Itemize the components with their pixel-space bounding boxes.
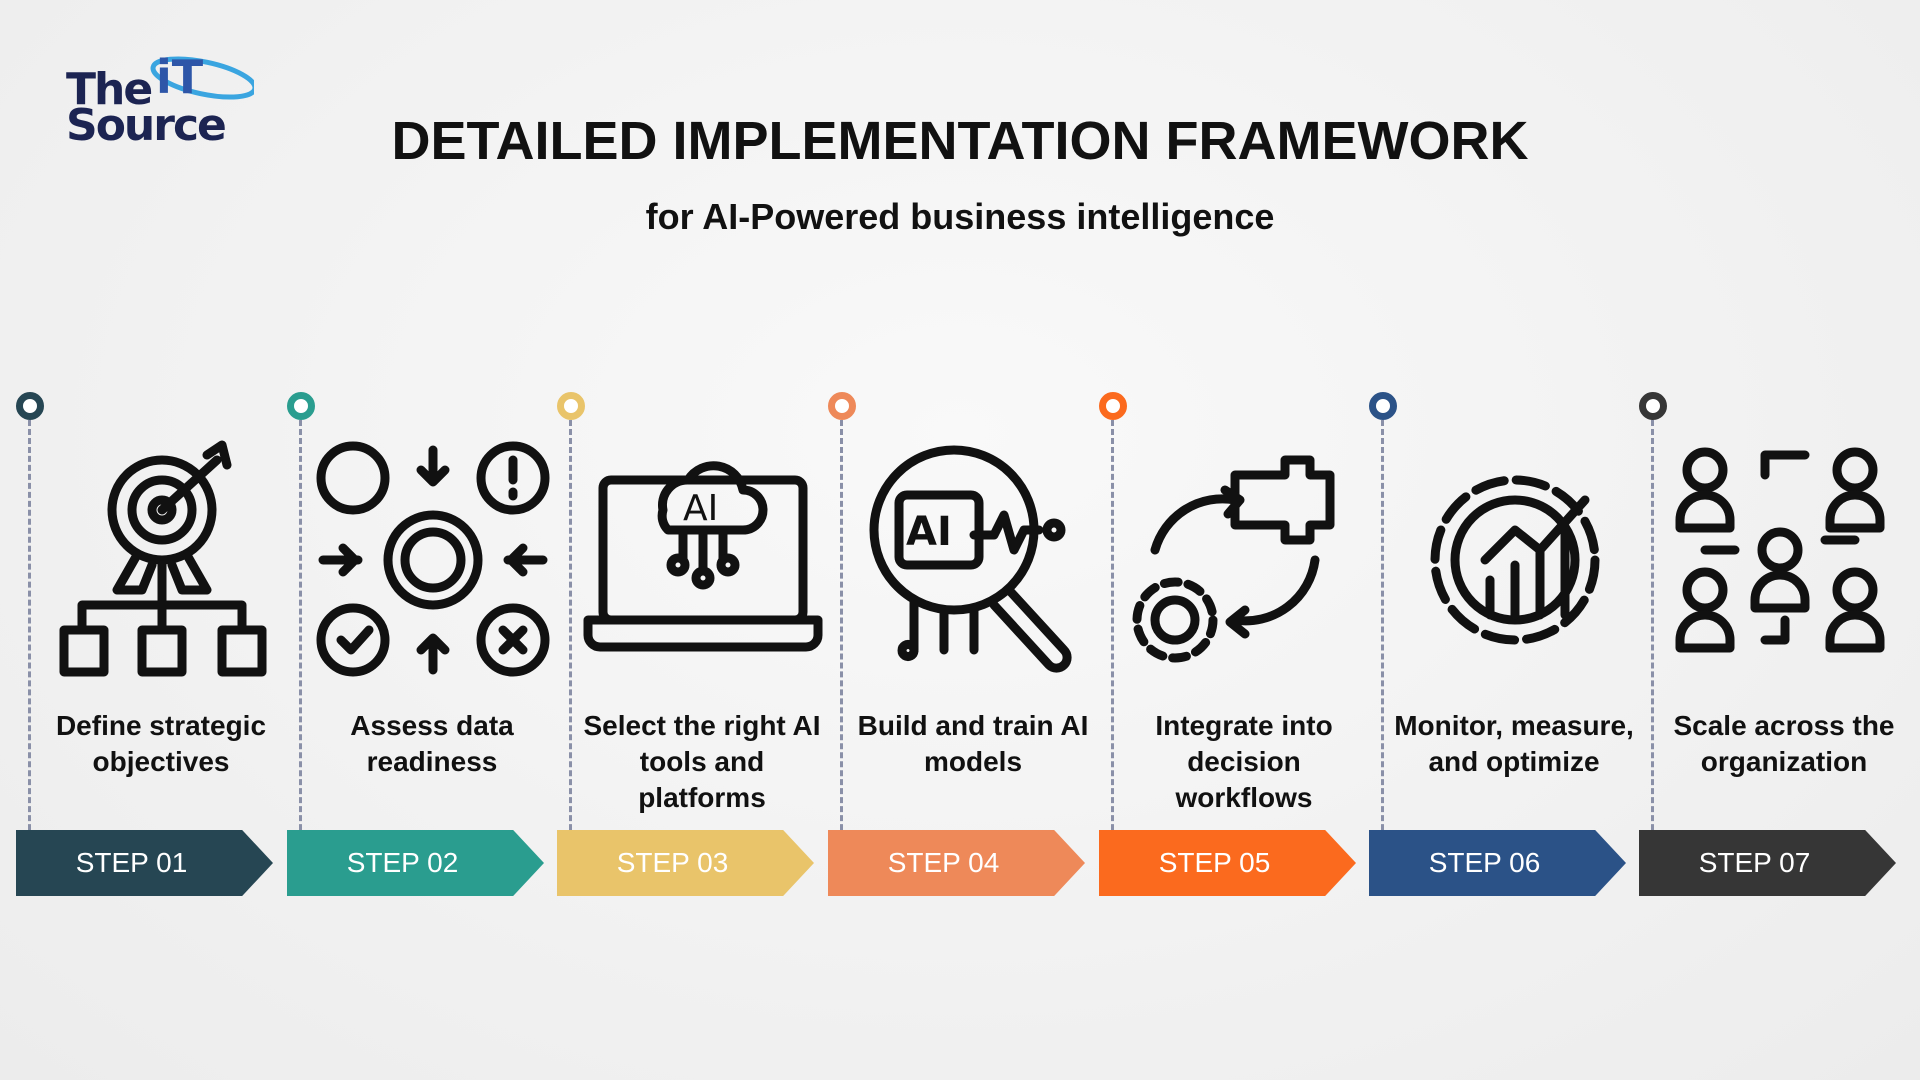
timeline-line	[569, 420, 572, 866]
svg-text:AI: AI	[906, 509, 952, 555]
orbit-icon	[150, 56, 254, 100]
puzzle-gear-cycle-icon	[1125, 440, 1365, 680]
timeline-dot	[828, 392, 856, 420]
step-label: Build and train AI models	[857, 710, 1089, 777]
step-column: Scale across the organization STEP 07	[1639, 392, 1910, 902]
step-column: AI Select the right AI tools and platfor…	[557, 392, 828, 902]
timeline-dot	[287, 392, 315, 420]
step-badge: STEP 04	[828, 830, 1085, 896]
step-label: Define strategic objectives	[55, 710, 267, 777]
timeline-dot	[557, 392, 585, 420]
timeline-line	[840, 420, 843, 866]
gear-chart-icon	[1395, 440, 1635, 680]
step-badge: STEP 05	[1099, 830, 1356, 896]
step-label: Scale across the organization	[1673, 710, 1895, 777]
timeline-line	[1651, 420, 1654, 866]
timeline-line	[299, 420, 302, 866]
step-column: AI Build and train AI models STEP 04	[828, 392, 1099, 902]
step-badge: STEP 06	[1369, 830, 1626, 896]
people-network-icon	[1665, 440, 1905, 680]
svg-text:AI: AI	[683, 488, 718, 529]
logo: The iT Source	[66, 48, 254, 151]
step-badge: STEP 01	[16, 830, 273, 896]
target-hierarchy-icon	[42, 440, 282, 680]
step-label: Assess data readiness	[350, 710, 514, 777]
timeline-dot	[1369, 392, 1397, 420]
logo-text-it: iT	[156, 50, 204, 104]
logo-text-the: The	[66, 64, 153, 115]
page-subtitle: for AI-Powered business intelligence	[645, 196, 1275, 237]
timeline-dot	[1639, 392, 1667, 420]
timeline-line	[28, 420, 31, 866]
gear-data-icon	[313, 440, 553, 680]
logo-text-source: Source	[66, 100, 227, 151]
step-label: Monitor, measure, and optimize	[1394, 710, 1634, 777]
page-title: DETAILED IMPLEMENTATION FRAMEWORK	[391, 111, 1529, 171]
timeline-line	[1381, 420, 1384, 866]
step-badge: STEP 07	[1639, 830, 1896, 896]
step-badge: STEP 02	[287, 830, 544, 896]
timeline-dot	[1099, 392, 1127, 420]
step-label: Select the right AI tools and platforms	[583, 710, 821, 813]
step-column: Define strategic objectives STEP 01	[16, 392, 287, 902]
step-column: Integrate into decision workflows STEP 0…	[1099, 392, 1370, 902]
ai-magnifier-icon: AI	[854, 440, 1094, 680]
step-column: Assess data readiness STEP 02	[287, 392, 558, 902]
timeline-line	[1111, 420, 1114, 866]
laptop-ai-cloud-icon: AI	[583, 440, 823, 680]
step-badge: STEP 03	[557, 830, 814, 896]
timeline-dot	[16, 392, 44, 420]
step-label: Integrate into decision workflows	[1155, 710, 1333, 813]
step-column: Monitor, measure, and optimize STEP 06	[1369, 392, 1640, 902]
